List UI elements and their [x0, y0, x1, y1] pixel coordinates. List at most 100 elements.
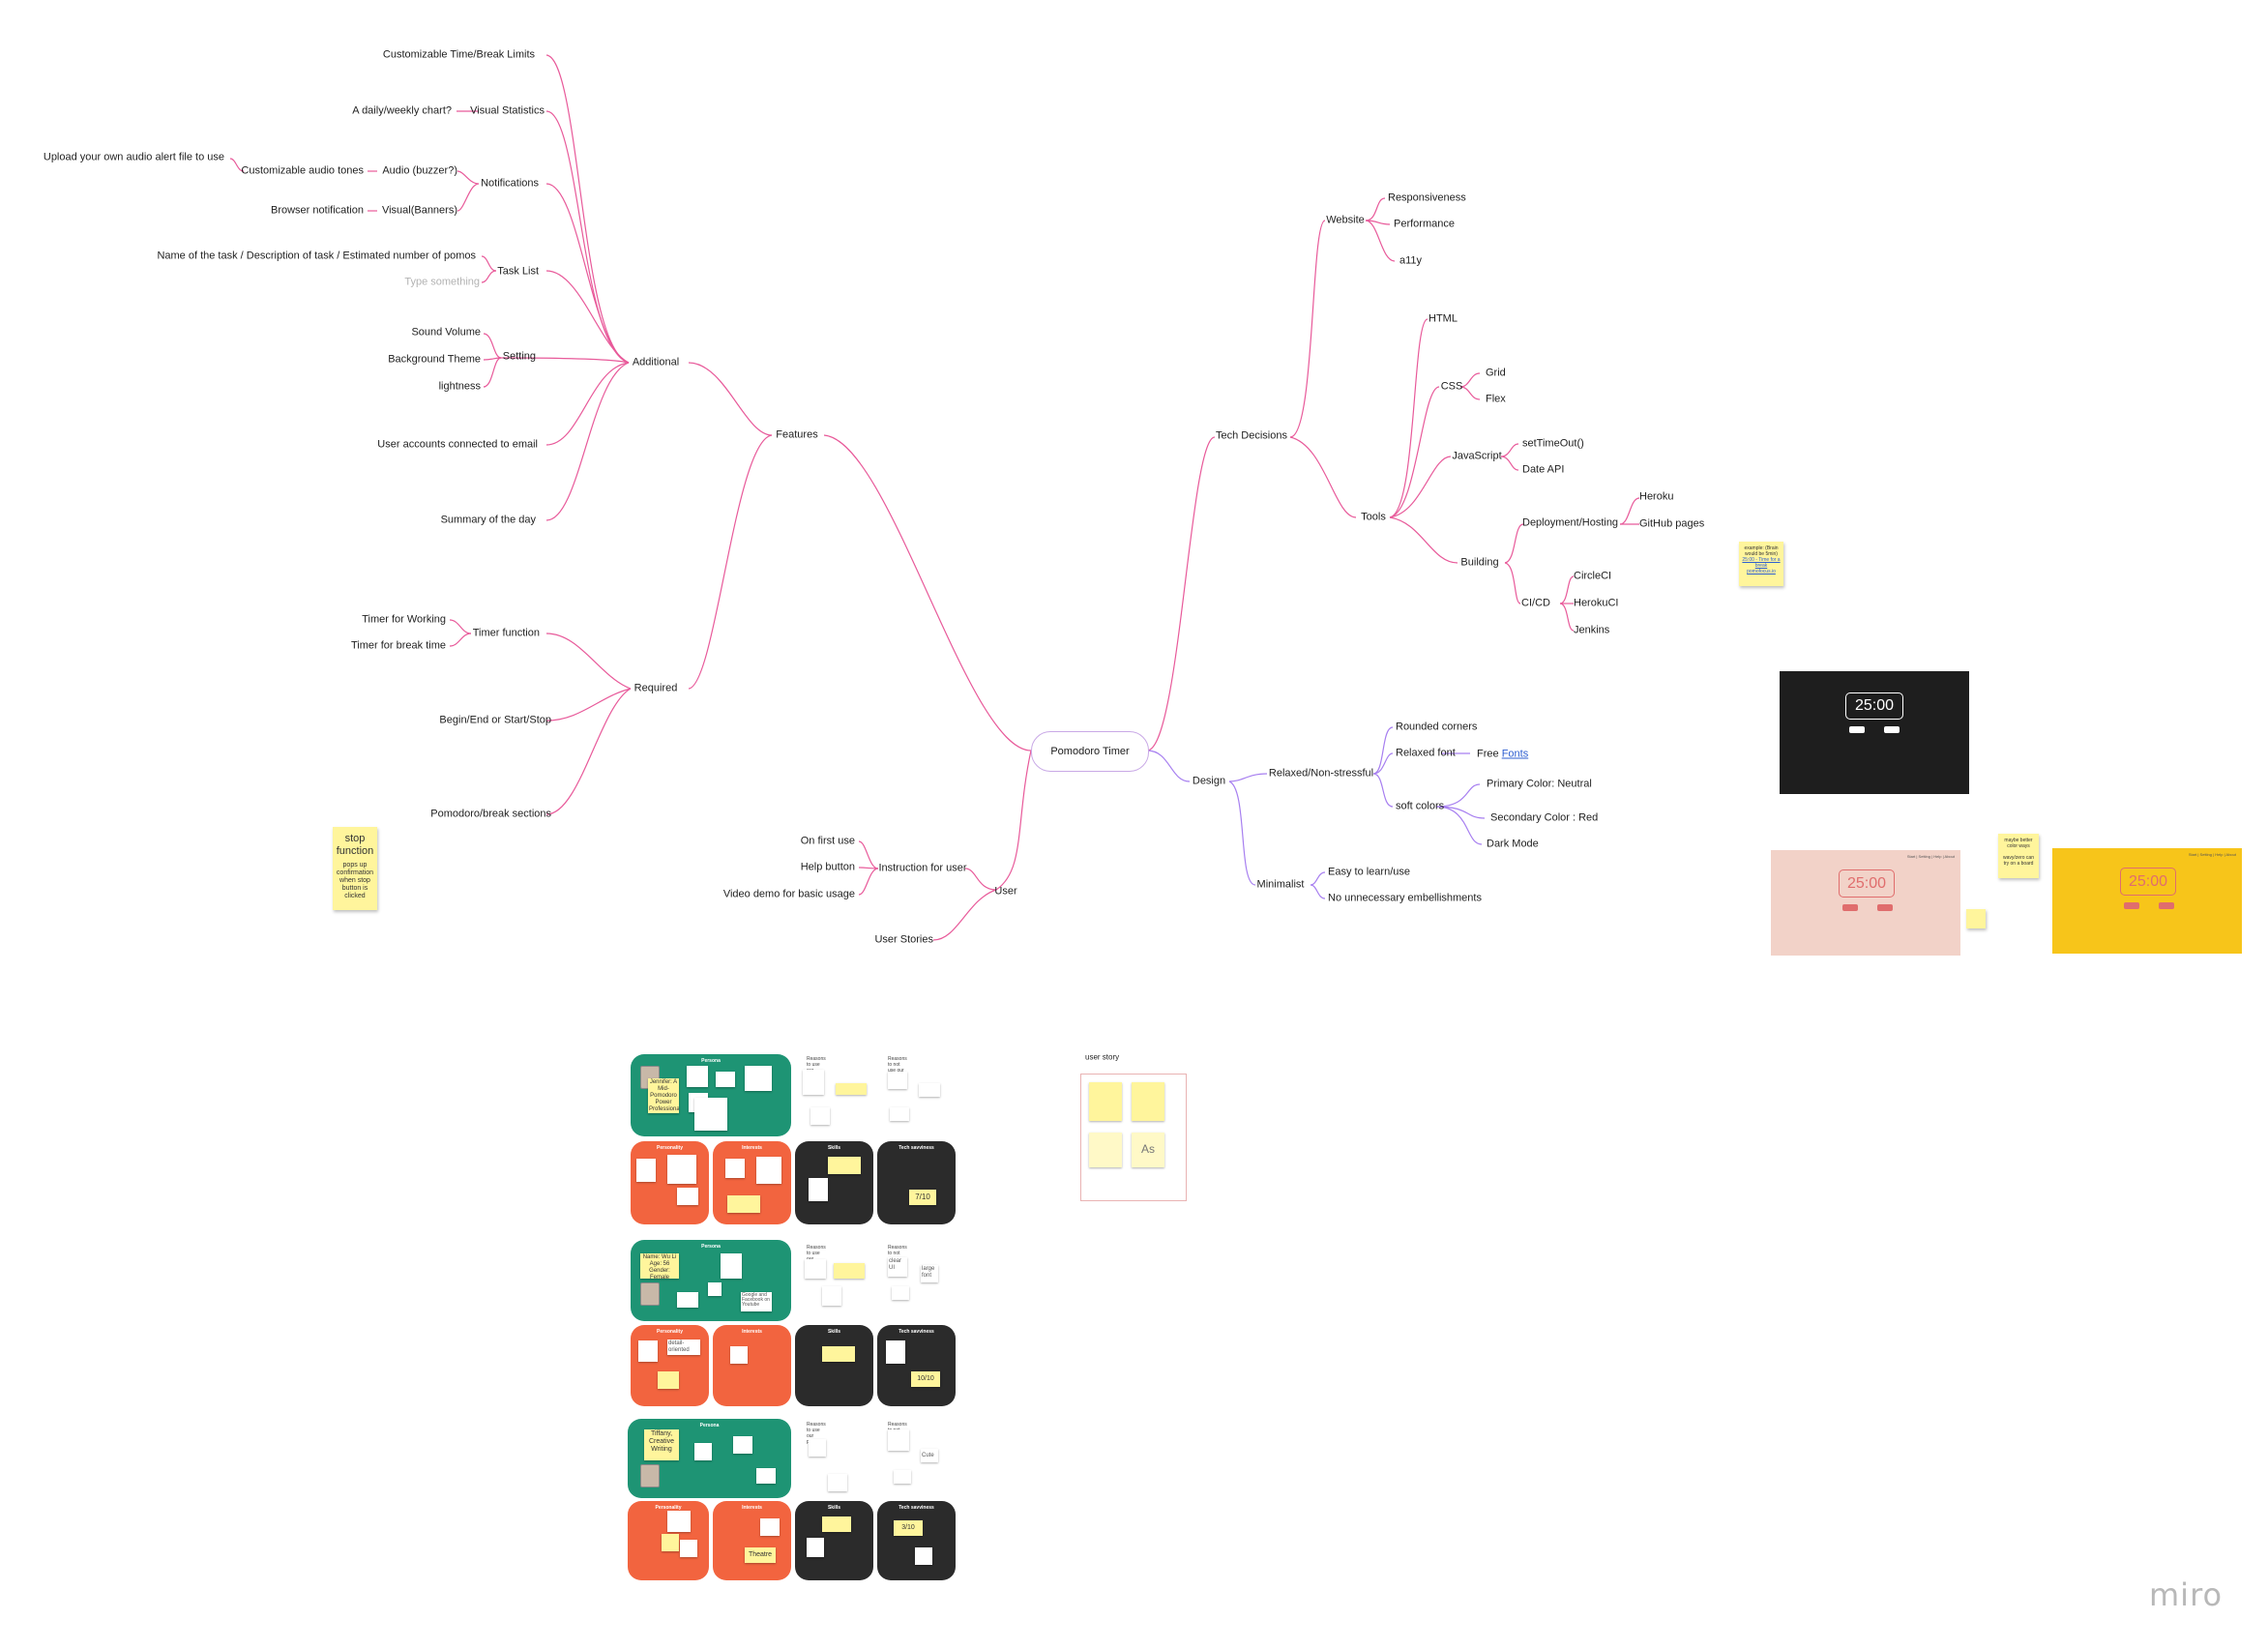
persona2-card[interactable]	[822, 1286, 841, 1306]
user-story-sticky[interactable]	[1089, 1082, 1122, 1121]
node-timer-working[interactable]: Timer for Working	[362, 613, 446, 626]
persona2-detail[interactable]: detail-oriented	[667, 1340, 700, 1355]
persona1-card[interactable]	[919, 1083, 940, 1097]
node-user-stories[interactable]: User Stories	[874, 933, 933, 946]
node-task-description[interactable]: Name of the task / Description of task /…	[157, 250, 476, 262]
persona1-card[interactable]	[716, 1072, 735, 1087]
sticky-example-link2[interactable]: pomofocus.io	[1747, 569, 1776, 574]
node-design[interactable]: Design	[1192, 775, 1226, 787]
sticky-stop-function[interactable]: stop function pops up confirmation when …	[333, 827, 377, 910]
persona2-score[interactable]: 10/10	[911, 1371, 940, 1387]
persona2-card[interactable]	[638, 1340, 658, 1362]
root-node[interactable]: Pomodoro Timer	[1031, 731, 1149, 772]
node-html[interactable]: HTML	[1429, 312, 1458, 325]
node-timer-break[interactable]: Timer for break time	[350, 639, 446, 652]
persona1-card[interactable]	[809, 1178, 828, 1201]
sticky-maybe[interactable]: maybe better color ways wavy/zero can tr…	[1998, 834, 2039, 878]
user-story-frame[interactable]: As	[1080, 1074, 1187, 1201]
persona1-card[interactable]	[745, 1066, 772, 1091]
persona1-card[interactable]	[677, 1188, 698, 1205]
persona3-card[interactable]	[680, 1540, 697, 1557]
node-flex[interactable]: Flex	[1486, 393, 1506, 405]
persona1-card[interactable]	[725, 1159, 745, 1178]
node-settimeout[interactable]: setTimeOut()	[1522, 437, 1584, 450]
node-notifications[interactable]: Notifications	[481, 177, 539, 190]
persona1-card[interactable]	[810, 1107, 830, 1125]
node-user[interactable]: User	[994, 885, 1017, 898]
node-tools[interactable]: Tools	[1361, 511, 1386, 523]
node-deployment[interactable]: Deployment/Hosting	[1522, 516, 1619, 529]
persona2-panel-personality[interactable]: Personality	[631, 1325, 709, 1406]
persona2-card[interactable]	[721, 1253, 742, 1279]
node-herokuci[interactable]: HerokuCI	[1574, 597, 1619, 609]
node-sections[interactable]: Pomodoro/break sections	[430, 808, 551, 820]
persona3-sticky[interactable]: Tiffany, Creative Writing	[644, 1429, 679, 1460]
node-tech-decisions[interactable]: Tech Decisions	[1216, 429, 1287, 442]
persona1-panel-tech[interactable]: Tech savviness	[877, 1141, 956, 1224]
node-github-pages[interactable]: GitHub pages	[1639, 517, 1705, 530]
node-performance[interactable]: Performance	[1394, 218, 1455, 230]
persona2-panel-tech[interactable]: Tech savviness	[877, 1325, 956, 1406]
node-relaxed[interactable]: Relaxed/Non-stressful	[1268, 767, 1374, 780]
node-audio-tones[interactable]: Customizable audio tones	[241, 164, 364, 177]
node-required[interactable]: Required	[633, 682, 678, 694]
persona3-cute[interactable]: Cute	[921, 1449, 938, 1462]
mockup-pink-start-button[interactable]	[1842, 904, 1858, 911]
mockup-pink-stop-button[interactable]	[1877, 904, 1893, 911]
node-jenkins[interactable]: Jenkins	[1574, 624, 1610, 636]
sticky-example-link[interactable]: 25:00 - Time for a break	[1742, 557, 1781, 569]
persona2-card[interactable]	[730, 1346, 748, 1364]
node-circleci[interactable]: CircleCI	[1574, 570, 1612, 582]
persona2-panel-skills[interactable]: Skills	[795, 1325, 873, 1406]
persona3-card[interactable]	[809, 1439, 826, 1457]
mockup-yellow-stop-button[interactable]	[2159, 902, 2174, 909]
persona1-panel-skills[interactable]: Skills	[795, 1141, 873, 1224]
persona2-panel-interests[interactable]: Interests	[713, 1325, 791, 1406]
persona3-score[interactable]: 3/10	[894, 1520, 923, 1536]
user-story-sticky[interactable]	[1132, 1082, 1164, 1121]
mockup-yellow[interactable]: Start | Setting | Help | About 25:00	[2052, 848, 2242, 954]
fonts-link[interactable]: Fonts	[1501, 748, 1529, 760]
persona3-card[interactable]	[694, 1443, 712, 1460]
node-dark-mode[interactable]: Dark Mode	[1487, 838, 1539, 850]
persona2-sticky[interactable]	[834, 1263, 865, 1279]
persona2-card[interactable]	[886, 1340, 905, 1364]
node-lightness[interactable]: lightness	[438, 380, 481, 393]
node-sound-volume[interactable]: Sound Volume	[411, 326, 481, 339]
persona2-sticky[interactable]: Name: Wu Li Age: 56 Gender: Female	[640, 1253, 679, 1279]
node-heroku[interactable]: Heroku	[1639, 490, 1674, 503]
mockup-dark-stop-button[interactable]	[1884, 726, 1900, 733]
node-cicd[interactable]: CI/CD	[1521, 597, 1550, 609]
mockup-dark[interactable]: 25:00	[1780, 671, 1969, 794]
node-css[interactable]: CSS	[1440, 380, 1463, 393]
node-type-placeholder[interactable]: Type something	[404, 276, 480, 288]
persona1-sticky[interactable]	[727, 1195, 760, 1213]
node-soft-colors[interactable]: soft colors	[1396, 800, 1445, 812]
node-first-use[interactable]: On first use	[800, 835, 855, 847]
mockup-pink[interactable]: Start | Setting | Help | About 25:00	[1771, 850, 1960, 956]
node-minimalist[interactable]: Minimalist	[1256, 878, 1305, 891]
persona1-score[interactable]: 7/10	[909, 1190, 936, 1205]
persona2-card[interactable]	[805, 1259, 826, 1279]
node-chart[interactable]: A daily/weekly chart?	[352, 104, 452, 117]
persona3-card[interactable]	[760, 1518, 780, 1536]
persona1-sticky[interactable]: Jennifer: A Mid-Pomodoro Power Professio…	[648, 1078, 679, 1113]
persona3-panel-interests[interactable]: Interests	[713, 1501, 791, 1580]
persona1-card[interactable]	[890, 1107, 909, 1121]
persona3-panel-tech[interactable]: Tech savviness	[877, 1501, 956, 1580]
node-video-demo[interactable]: Video demo for basic usage	[722, 888, 855, 900]
node-user-accounts[interactable]: User accounts connected to email	[377, 438, 538, 451]
persona1-sticky[interactable]	[836, 1083, 867, 1095]
persona3-card[interactable]	[807, 1538, 824, 1557]
persona2-card[interactable]	[892, 1286, 909, 1300]
persona3-card[interactable]	[915, 1547, 932, 1565]
persona3-card[interactable]	[756, 1468, 776, 1484]
user-story-sticky[interactable]	[1089, 1133, 1122, 1167]
persona3-card[interactable]	[733, 1436, 752, 1454]
persona3-card[interactable]	[894, 1470, 911, 1484]
persona3-theatre[interactable]: Theatre	[745, 1547, 776, 1563]
node-audio[interactable]: Audio (buzzer?)	[382, 164, 457, 177]
mockup-dark-start-button[interactable]	[1849, 726, 1865, 733]
node-background-theme[interactable]: Background Theme	[388, 353, 481, 366]
node-building[interactable]: Building	[1460, 556, 1499, 569]
